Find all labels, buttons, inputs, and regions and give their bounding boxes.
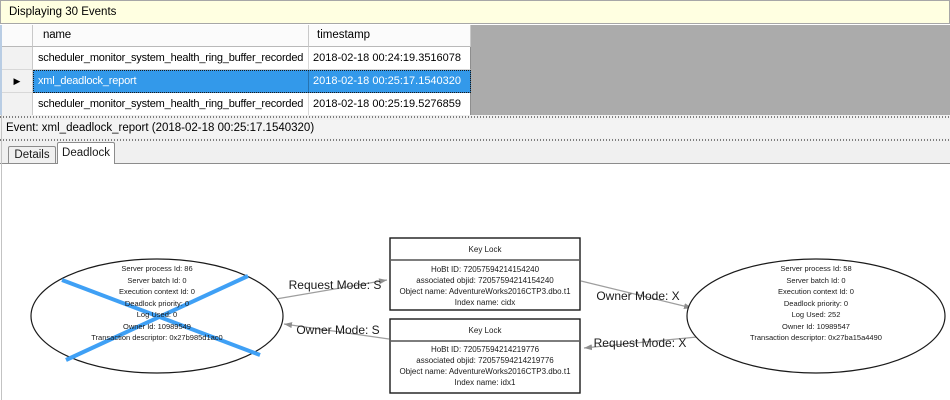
current-row-arrow-icon: ▶ [13,76,21,86]
event-name-cell[interactable]: scheduler_monitor_system_health_ring_buf… [33,93,309,115]
tab-deadlock[interactable]: Deadlock [57,142,115,164]
grid-header-selector[interactable] [2,25,33,47]
node-text-line: Deadlock priority: 0 [124,298,190,308]
node-text-line: Transaction descriptor: 0x27ba15a4490 [750,333,882,342]
event-title: Event: xml_deadlock_report (2018-02-18 0… [6,122,315,134]
edge-label-owner-s: Owner Mode: S [296,323,379,337]
node-text-line: Deadlock priority: 0 [783,298,849,308]
deadlock-graph-canvas: Request Mode: S Owner Mode: X Owner Mode… [0,163,950,400]
lock-node-top-title: Key Lock [468,245,502,254]
process-node-left-text: Server process Id: 86 Server batch Id: 0… [47,263,267,344]
node-text-line: Log Used: 0 [136,310,178,319]
detail-splitter[interactable] [0,138,950,142]
edge-label-owner-x: Owner Mode: X [596,289,679,303]
edge-label-request-x: Request Mode: X [594,336,687,350]
detail-tabs: Details Deadlock [0,142,950,164]
event-timestamp-cell[interactable]: 2018-02-18 00:25:19.5276859 [309,93,471,115]
node-text-line: Server process Id: 58 [780,264,852,273]
grid-header-row: name timestamp [2,25,471,47]
node-text-line: Index name: cidx [454,298,516,307]
node-text-line: HoBt ID: 72057594214154240 [430,265,540,274]
node-text-line: Object name: AdventureWorks2016CTP3.dbo.… [399,367,571,376]
events-count-label: Displaying 30 Events [9,6,117,18]
node-text-line: associated objid: 72057594214154240 [416,276,554,285]
node-text-line: Execution context Id: 0 [119,287,195,296]
process-node-right-ellipse [686,258,946,374]
grid-header-timestamp[interactable]: timestamp [309,25,471,47]
edge-request-x-line [583,336,698,351]
grid-header-name[interactable]: name [33,25,309,47]
node-text-line: Object name: AdventureWorks2016CTP3.dbo.… [399,287,571,296]
event-name-cell[interactable]: scheduler_monitor_system_health_ring_buf… [33,47,309,70]
lock-node-top-box [389,237,581,311]
event-timestamp-cell[interactable]: 2018-02-18 00:25:17.1540320 [309,70,471,93]
selected-row-cells[interactable]: xml_deadlock_report 2018-02-18 00:25:17.… [33,70,471,93]
victim-cross-line [65,274,249,362]
table-row-selected[interactable]: ▶ xml_deadlock_report 2018-02-18 00:25:1… [2,70,471,93]
grid-splitter[interactable] [0,115,950,120]
edge-label-request-s: Request Mode: S [289,278,382,292]
node-text-line: HoBt ID: 72057594214219776 [430,345,540,354]
tab-details[interactable]: Details [8,146,56,163]
event-timestamp-cell[interactable]: 2018-02-18 00:24:19.3516078 [309,47,471,70]
process-node-right-text: Server process Id: 58 Server batch Id: 0… [701,263,931,344]
row-selector-cell[interactable] [2,47,33,70]
node-text-line: Index name: idx1 [454,378,516,387]
node-text-line: Server process Id: 86 [121,264,193,273]
event-name-cell[interactable]: xml_deadlock_report [33,70,309,93]
node-text-line: Server batch Id: 0 [786,275,846,285]
row-selector-cell[interactable]: ▶ [2,70,33,93]
node-text-line: Owner Id: 10989549 [123,321,191,331]
events-count-bar: Displaying 30 Events [0,0,950,24]
table-row[interactable]: scheduler_monitor_system_health_ring_buf… [2,93,471,115]
node-text-line: associated objid: 72057594214219776 [416,356,554,365]
lock-node-bottom-text: HoBt ID: 72057594214219776 associated ob… [390,344,580,388]
node-text-line: Transaction descriptor: 0x27b985d1ac0 [91,333,223,342]
lock-node-top-text: HoBt ID: 72057594214154240 associated ob… [390,264,580,308]
lock-node-bottom-box [389,318,581,394]
pane-left-border [1,115,2,400]
row-selector-cell[interactable] [2,93,33,115]
event-title-bar: Event: xml_deadlock_report (2018-02-18 0… [0,120,950,138]
deadlock-graph-svg: Request Mode: S Owner Mode: X Owner Mode… [30,237,946,394]
node-text-line: Execution context Id: 0 [778,287,854,296]
edge-owner-s-line [283,322,390,340]
node-text-line: Server batch Id: 0 [127,275,187,285]
edge-request-s-line [275,278,388,300]
lock-node-bottom-title: Key Lock [468,326,502,335]
node-text-line: Owner Id: 10989547 [782,321,850,331]
edge-owner-x-line [580,280,693,310]
events-grid: name timestamp scheduler_monitor_system_… [0,25,950,115]
node-text-line: Log Used: 252 [791,310,841,319]
table-row[interactable]: scheduler_monitor_system_health_ring_buf… [2,47,471,70]
